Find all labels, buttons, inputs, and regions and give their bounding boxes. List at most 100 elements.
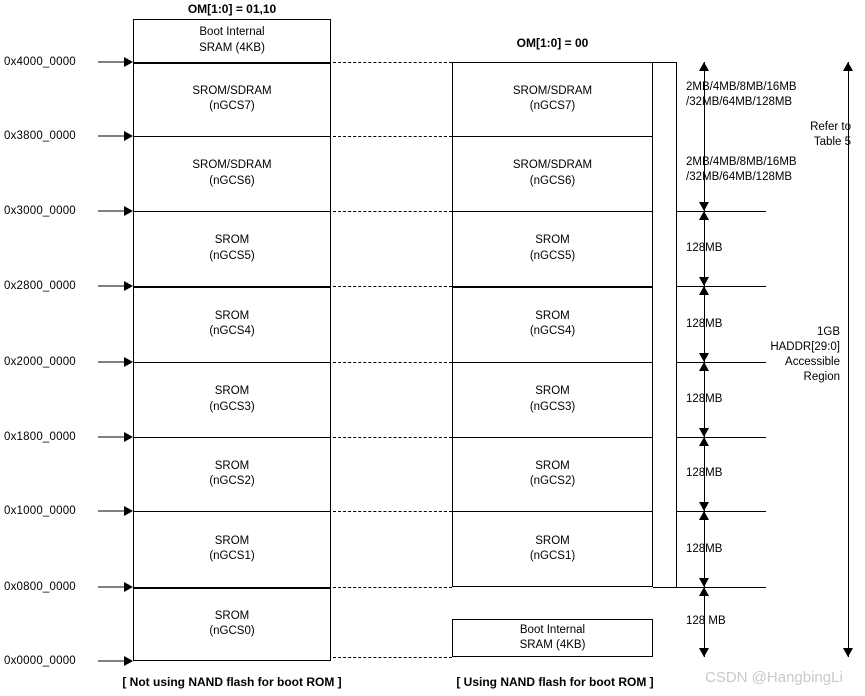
left-cell-ngcs2: SROM (nGCS2): [133, 437, 331, 511]
cell-line-2: (nGCS5): [209, 249, 255, 262]
address-label: 0x0000_0000: [4, 655, 76, 667]
cell-line-2: SRAM (4KB): [199, 41, 265, 54]
arrow-down-icon: [699, 428, 709, 437]
cell-line-2: (nGCS7): [529, 100, 576, 112]
cell-line-1: SROM: [535, 385, 570, 397]
cell-line-2: (nGCS1): [209, 550, 255, 562]
left-cell-ngcs6: SROM/SDRAM (nGCS6): [133, 136, 331, 211]
cell-line-1: SROM: [214, 309, 250, 322]
cell-line-1: SROM: [214, 609, 250, 622]
left-memory-map-box: [133, 19, 331, 661]
dimension-label-ngcs1: 128MB: [686, 543, 723, 555]
cell-line-1: Boot Internal: [199, 26, 265, 38]
refer-to-table-note: Refer to Table 5: [810, 121, 851, 148]
cell-line-2: (nGCS6): [209, 174, 255, 187]
cell-line-2: (nGCS4): [529, 325, 576, 337]
arrow-right-icon: [124, 506, 133, 516]
right-memory-map-box: [452, 62, 653, 587]
left-cell-ngcs0: SROM (nGCS0): [133, 587, 331, 661]
right-caption: [ Using NAND flash for boot ROM ]: [456, 675, 654, 689]
left-cell-ngcs1: SROM (nGCS1): [133, 511, 331, 587]
address-label: 0x4000_0000: [4, 56, 76, 68]
left-column-title: OM[1:0] = 01,10: [187, 2, 277, 16]
cell-line-1: SROM/SDRAM: [192, 84, 272, 97]
arrow-right-icon: [124, 281, 133, 291]
address-label: 0x1000_0000: [4, 505, 76, 517]
arrow-right-icon: [124, 206, 133, 216]
address-label: 0x3800_0000: [4, 130, 76, 142]
address-label: 0x1800_0000: [4, 431, 76, 443]
arrow-up-icon: [699, 437, 709, 446]
address-label: 0x3000_0000: [4, 205, 76, 217]
cell-line-2: (nGCS7): [209, 100, 255, 112]
arrow-down-icon: [699, 277, 709, 286]
address-label: 0x2000_0000: [4, 356, 76, 368]
left-cell-boot-sram: Boot Internal SRAM (4KB): [133, 19, 331, 62]
right-boot-sram-box: [452, 619, 653, 657]
right-cell-ngcs2: SROM (nGCS2): [452, 437, 653, 511]
cell-line-1: SROM/SDRAM: [512, 84, 593, 97]
address-label: 0x2800_0000: [4, 280, 76, 292]
left-cell-ngcs5: SROM (nGCS5): [133, 211, 331, 286]
cell-line-2: (nGCS4): [209, 325, 255, 337]
arrow-up-icon: [699, 362, 709, 371]
cell-line-1: SROM/SDRAM: [512, 159, 593, 171]
left-caption: [ Not using NAND flash for boot ROM ]: [122, 675, 342, 689]
arrow-up-icon: [699, 587, 709, 596]
arrow-right-icon: [124, 582, 133, 592]
cell-line-1: SROM: [214, 534, 250, 547]
arrow-right-icon: [124, 432, 133, 442]
cell-line-1: SROM: [535, 534, 570, 547]
arrow-up-icon: [699, 511, 709, 520]
arrow-down-icon: [699, 502, 709, 511]
arrow-up-icon: [699, 211, 709, 220]
dimension-label-ngcs0: 128 MB: [686, 615, 726, 627]
cell-line-1: SROM: [214, 385, 250, 397]
arrow-right-icon: [124, 357, 133, 367]
arrow-down-icon: [699, 648, 709, 657]
right-map-gutter-top: [653, 62, 677, 63]
accessible-region-label: 1GB HADDR[29:0] Accessible Region: [770, 326, 840, 383]
dimension-label-ngcs6: 2MB/4MB/8MB/16MB /32MB/64MB/128MB: [686, 156, 797, 183]
arrow-right-icon: [124, 131, 133, 141]
cell-line-1: SROM: [214, 459, 250, 472]
arrow-down-icon: [699, 578, 709, 587]
arrow-right-icon: [124, 656, 133, 666]
right-cell-ngcs6: SROM/SDRAM (nGCS6): [452, 136, 653, 211]
right-map-gutter-bottom: [653, 587, 677, 588]
arrow-up-icon: [843, 62, 853, 71]
cell-line-2: (nGCS1): [529, 550, 576, 562]
cell-line-2: (nGCS6): [529, 174, 576, 187]
arrow-right-icon: [124, 57, 133, 67]
left-cell-ngcs3: SROM (nGCS3): [133, 362, 331, 437]
arrow-down-icon: [699, 202, 709, 211]
left-cell-ngcs7: SROM/SDRAM (nGCS7): [133, 62, 331, 136]
dimension-label-ngcs3: 128MB: [686, 393, 723, 405]
cell-line-1: Boot Internal: [519, 623, 586, 636]
cell-line-1: SROM/SDRAM: [192, 159, 272, 171]
accessible-region-dimline: [848, 62, 849, 657]
cell-line-2: (nGCS0): [209, 625, 255, 637]
arrow-up-icon: [699, 62, 709, 71]
right-cell-ngcs7: SROM/SDRAM (nGCS7): [452, 62, 653, 136]
cell-line-2: (nGCS5): [529, 249, 576, 262]
cell-line-2: (nGCS2): [529, 475, 576, 487]
cell-line-1: SROM: [214, 234, 250, 246]
right-cell-boot-sram: Boot Internal SRAM (4KB): [452, 619, 653, 657]
dimension-label-ngcs2: 128MB: [686, 467, 723, 479]
left-cell-ngcs4: SROM (nGCS4): [133, 286, 331, 362]
cell-line-2: (nGCS3): [209, 400, 255, 413]
arrow-up-icon: [699, 286, 709, 295]
arrow-down-icon: [699, 353, 709, 362]
right-cell-ngcs5: SROM (nGCS5): [452, 211, 653, 286]
watermark: CSDN @HangbingLi: [705, 669, 843, 686]
right-column-title: OM[1:0] = 00: [516, 36, 589, 50]
dimension-label-ngcs4: 128MB: [686, 318, 723, 330]
dimension-label-ngcs7: 2MB/4MB/8MB/16MB /32MB/64MB/128MB: [686, 81, 797, 108]
cell-line-1: SROM: [535, 459, 570, 472]
dimension-label-ngcs5: 128MB: [686, 242, 723, 254]
arrow-down-icon: [843, 648, 853, 657]
cell-line-1: SROM: [535, 234, 570, 246]
right-cell-ngcs1: SROM (nGCS1): [452, 511, 653, 587]
cell-line-1: SROM: [535, 309, 570, 322]
